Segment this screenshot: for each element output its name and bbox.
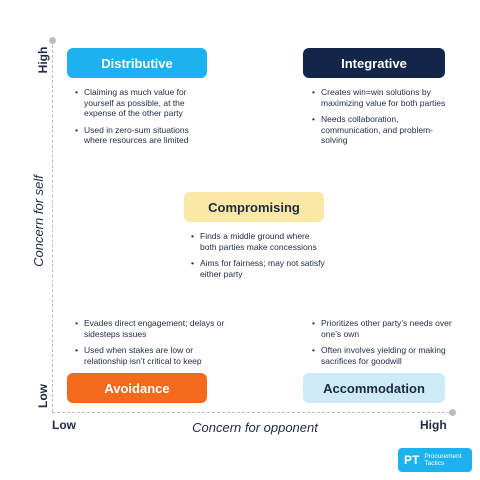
logo-mark: PT [404,453,420,467]
y-axis-low-label: Low [36,384,50,408]
bullet-item: Used when stakes are low or relationship… [74,345,234,366]
bullet-item: Used in zero-sum situations where resour… [74,125,214,146]
bullet-item: Evades direct engagement; delays or side… [74,318,234,339]
compromising-bullets: Finds a middle ground where both parties… [190,231,325,285]
x-axis-low-label: Low [52,418,76,432]
x-axis-end-dot [449,409,456,416]
distributive-bullets: Claiming as much value for yourself as p… [74,87,214,152]
bullet-item: Needs collaboration, communication, and … [311,114,451,146]
logo-line-2: Tactics [424,460,445,467]
avoidance-box: Avoidance [67,373,207,403]
accommodation-box: Accommodation [303,373,445,403]
bullet-item: Creates win=win solutions by maximizing … [311,87,451,108]
bullet-item: Aims for fairness; may not satisfy eithe… [190,258,325,279]
y-axis-end-dot [49,37,56,44]
x-axis-line [52,412,450,413]
avoidance-bullets: Evades direct engagement; delays or side… [74,318,234,372]
accommodation-bullets: Prioritizes other party’s needs over one… [311,318,471,372]
bullet-item: Claiming as much value for yourself as p… [74,87,214,119]
y-axis-line [52,40,53,412]
bullet-item: Prioritizes other party’s needs over one… [311,318,471,339]
bullet-item: Finds a middle ground where both parties… [190,231,325,252]
logo-wordmark: Procurement Tactics [424,453,461,468]
integrative-box: Integrative [303,48,445,78]
compromising-box: Compromising [184,192,324,222]
y-axis-high-label: High [36,46,50,74]
integrative-bullets: Creates win=win solutions by maximizing … [311,87,451,152]
bullet-item: Often involves yielding or making sacrif… [311,345,471,366]
x-axis-title: Concern for opponent [192,420,318,435]
logo-line-1: Procurement [424,452,462,460]
x-axis-high-label: High [420,418,447,432]
distributive-box: Distributive [67,48,207,78]
procurement-tactics-logo: PT Procurement Tactics [398,448,472,472]
y-axis-title: Concern for self [31,175,46,267]
